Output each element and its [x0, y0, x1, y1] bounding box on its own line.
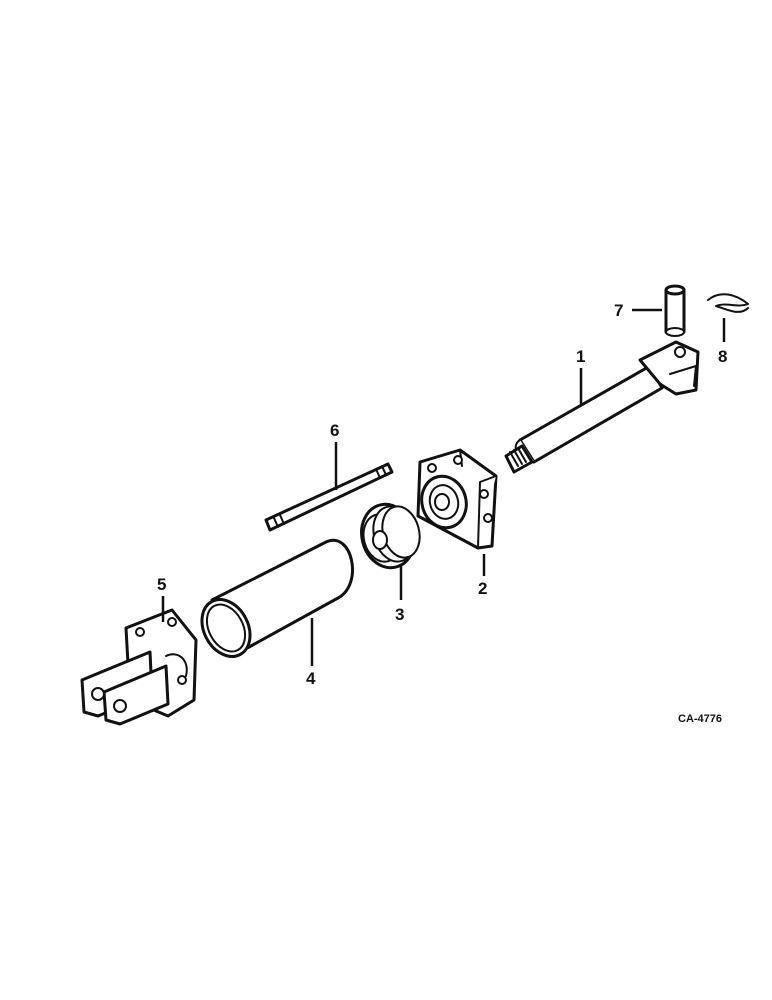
- callout-8: 8: [718, 347, 727, 366]
- callout-6: 6: [330, 421, 339, 440]
- callout-4: 4: [306, 669, 316, 688]
- part-8-hairpin-clip: [707, 293, 749, 313]
- part-7-pin: [664, 284, 686, 337]
- callout-3: 3: [395, 605, 404, 624]
- part-5-clevis-base: [80, 608, 198, 726]
- leader-lines: [161, 308, 726, 666]
- part-4-cylinder-barrel: [200, 538, 354, 658]
- figure-code: CA-4776: [678, 713, 722, 725]
- callout-7: 7: [614, 301, 623, 320]
- part-3-piston: [360, 502, 421, 570]
- part-2-cylinder-head: [416, 448, 498, 550]
- callout-2: 2: [478, 579, 487, 598]
- part-6-tie-rod: [264, 462, 394, 532]
- part-1-piston-rod: [504, 340, 700, 474]
- callout-5: 5: [157, 575, 166, 594]
- callout-1: 1: [576, 347, 585, 366]
